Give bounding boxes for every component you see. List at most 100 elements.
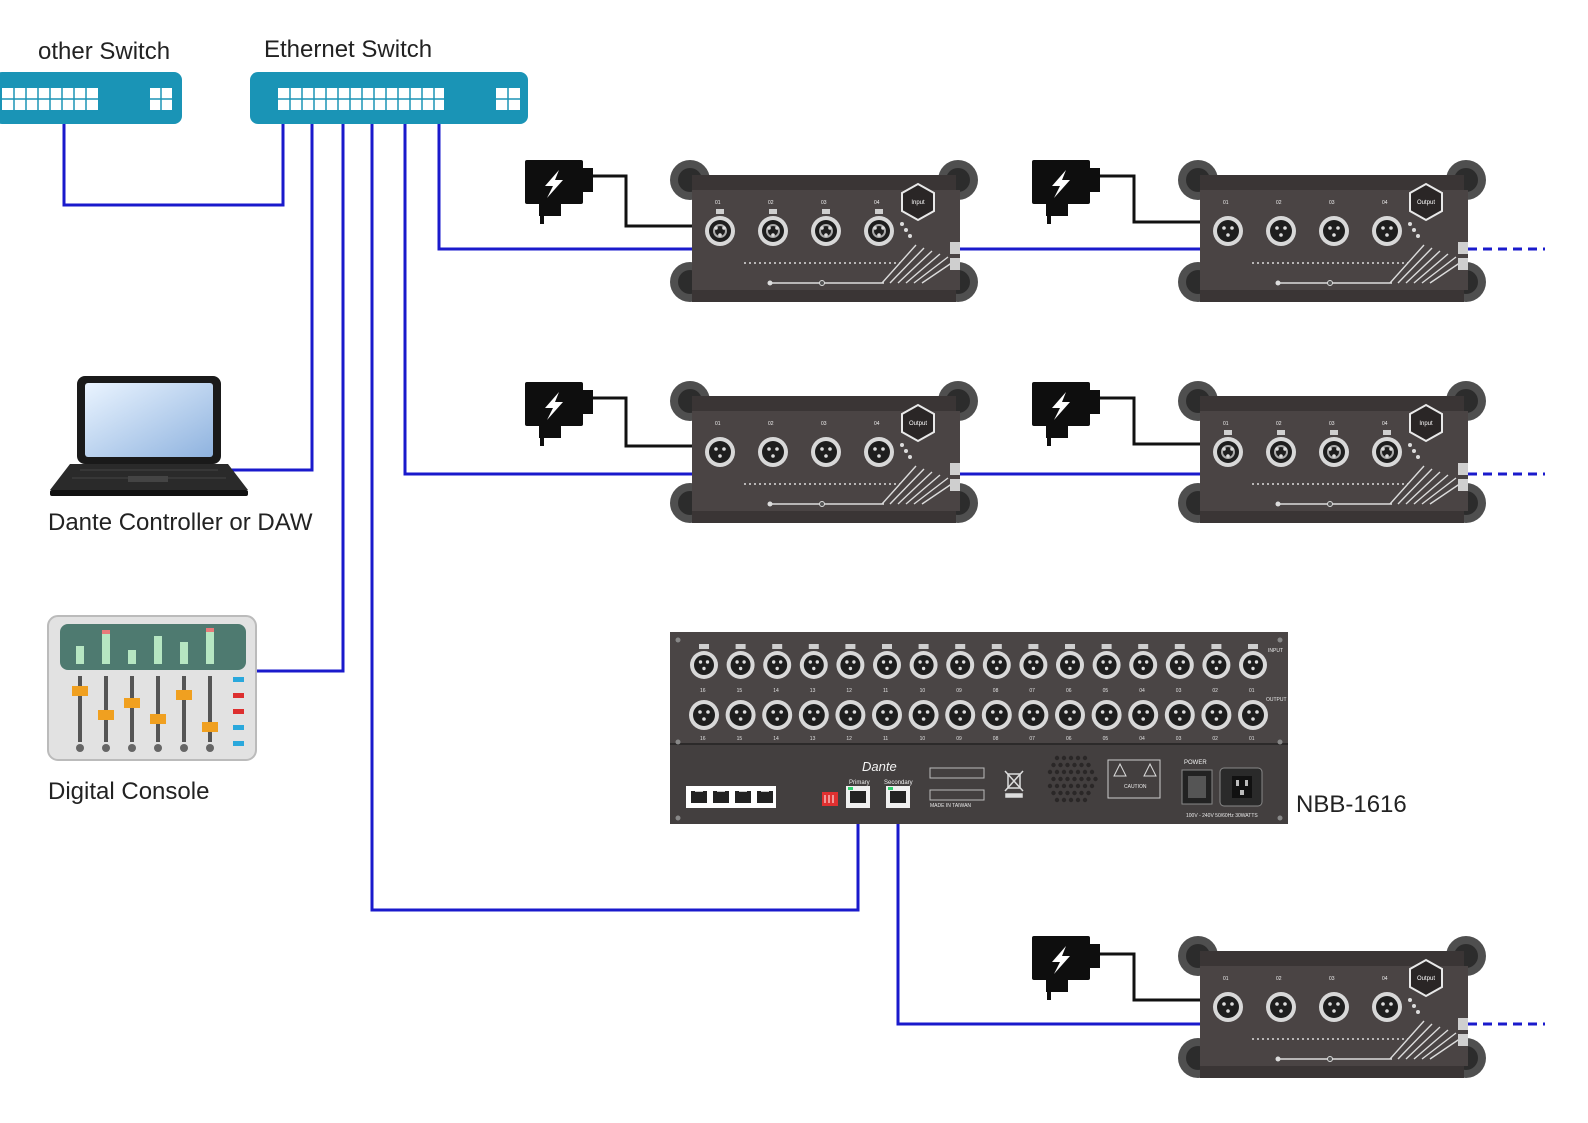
channel-number: 01 [1223,421,1229,427]
channel-number: 04 [1382,421,1388,427]
nbb-xlr-connectors: 1616151514141313121211111010090908080707… [675,637,1283,821]
power-adapter-icon [1032,382,1100,446]
power-adapter-icon [525,160,593,224]
channel-number: 03 [821,421,827,427]
console-icon [47,615,257,761]
channel-number: 02 [1276,421,1282,427]
nbb-channel-number: 07 [1029,736,1035,742]
nbb-channel-number: 06 [1066,688,1072,694]
channel-number: 02 [768,421,774,427]
channel-number: 02 [1276,976,1282,982]
nbb-channel-number: 13 [810,736,816,742]
channel-number: 04 [874,200,880,206]
cable-box-row1 [437,123,692,251]
nbb-channel-number: 10 [920,736,926,742]
nbb-channel-number: 01 [1249,736,1255,742]
weee-icon [1004,770,1024,798]
ethernet-switch-label: Ethernet Switch [264,36,432,63]
nbb-channel-number: 05 [1103,688,1109,694]
ethercon-port-icon [950,479,960,491]
power-switch [1181,769,1213,805]
nbb-channel-number: 11 [883,736,888,742]
nbb-channel-number: 16 [700,688,706,694]
nbb-expansion-ports [686,786,776,808]
stagebox-badge: Output [1417,976,1435,982]
console-label: Digital Console [48,778,209,805]
label-boxes [929,767,985,801]
caution-label: CAUTION [1107,759,1161,799]
nbb-channel-number: 07 [1029,688,1035,694]
ethercon-port-icon [950,463,960,475]
fan-grille [1047,755,1098,803]
stagebox-badge: Output [1417,200,1435,206]
nbb-channel-number: 08 [993,688,999,694]
nbb-channel-number: 03 [1176,688,1182,694]
controller-label: Dante Controller or DAW [48,509,313,536]
cable-nbb-primary [370,123,860,912]
power-adapter-icon [525,382,593,446]
nbb-output-label: OUTPUT [1266,697,1287,703]
power-label: POWER [1184,760,1207,766]
stagebox-input: Input 01 02 03 04 [1178,381,1486,523]
ethercon-port-icon [1458,463,1468,475]
nbb-channel-number: 08 [993,736,999,742]
ethercon-port-icon [950,242,960,254]
screw-icon [675,815,681,821]
ethercon-port-icon [1458,1018,1468,1030]
nbb-channel-number: 09 [956,688,962,694]
network-cables [62,123,1545,1026]
other-switch [0,72,182,124]
nbb-channel-number: 02 [1212,688,1218,694]
nbb-1616-device: 1616151514141313121211111010090908080707… [670,632,1288,824]
channel-number: 01 [715,200,721,206]
stagebox-badge: Input [1419,421,1433,427]
ethercon-port-icon [1458,1034,1468,1046]
power-cables [592,174,1200,1002]
channel-number: 03 [1329,976,1335,982]
nbb-channel-number: 16 [700,736,706,742]
nbb-channel-number: 11 [883,688,888,694]
stagebox-badge: Input [911,200,925,206]
caution-text: CAUTION [1124,784,1147,790]
screw-icon [1277,637,1283,643]
nbb-channel-number: 10 [920,688,926,694]
primary-port [846,786,870,808]
channel-number: 04 [1382,976,1388,982]
secondary-port [886,786,910,808]
nbb-channel-number: 12 [846,736,852,742]
channel-number: 01 [1223,200,1229,206]
screw-icon [675,637,681,643]
cable-laptop [223,123,314,472]
primary-label: Primary [849,780,870,786]
screw-icon [1277,739,1283,745]
power-adapter-icon [1032,936,1100,1000]
voltage-label: 100V - 240V 50/60Hz 30WATTS [1186,813,1258,819]
nbb-input-label: INPUT [1268,648,1283,654]
channel-number: 04 [874,421,880,427]
power-adapter-icon [1032,160,1100,224]
nbb-channel-number: 05 [1103,736,1109,742]
power-inlet [1219,767,1263,807]
channel-number: 03 [1329,200,1335,206]
dante-logo: Dante [862,759,897,774]
nbb-channel-number: 09 [956,736,962,742]
nbb-channel-number: 01 [1249,688,1255,694]
ethercon-port-icon [950,258,960,270]
cable-other-switch [62,123,285,207]
other-switch-label: other Switch [38,38,170,65]
nbb-channel-number: 02 [1212,736,1218,742]
nbb-channel-number: 14 [773,688,779,694]
channel-number: 03 [1329,421,1335,427]
nbb-channel-number: 12 [846,688,852,694]
screw-icon [675,739,681,745]
channel-number: 04 [1382,200,1388,206]
nbb-channel-number: 14 [773,736,779,742]
cable-nbb-secondary [896,805,1200,1026]
cable-console [256,123,345,673]
